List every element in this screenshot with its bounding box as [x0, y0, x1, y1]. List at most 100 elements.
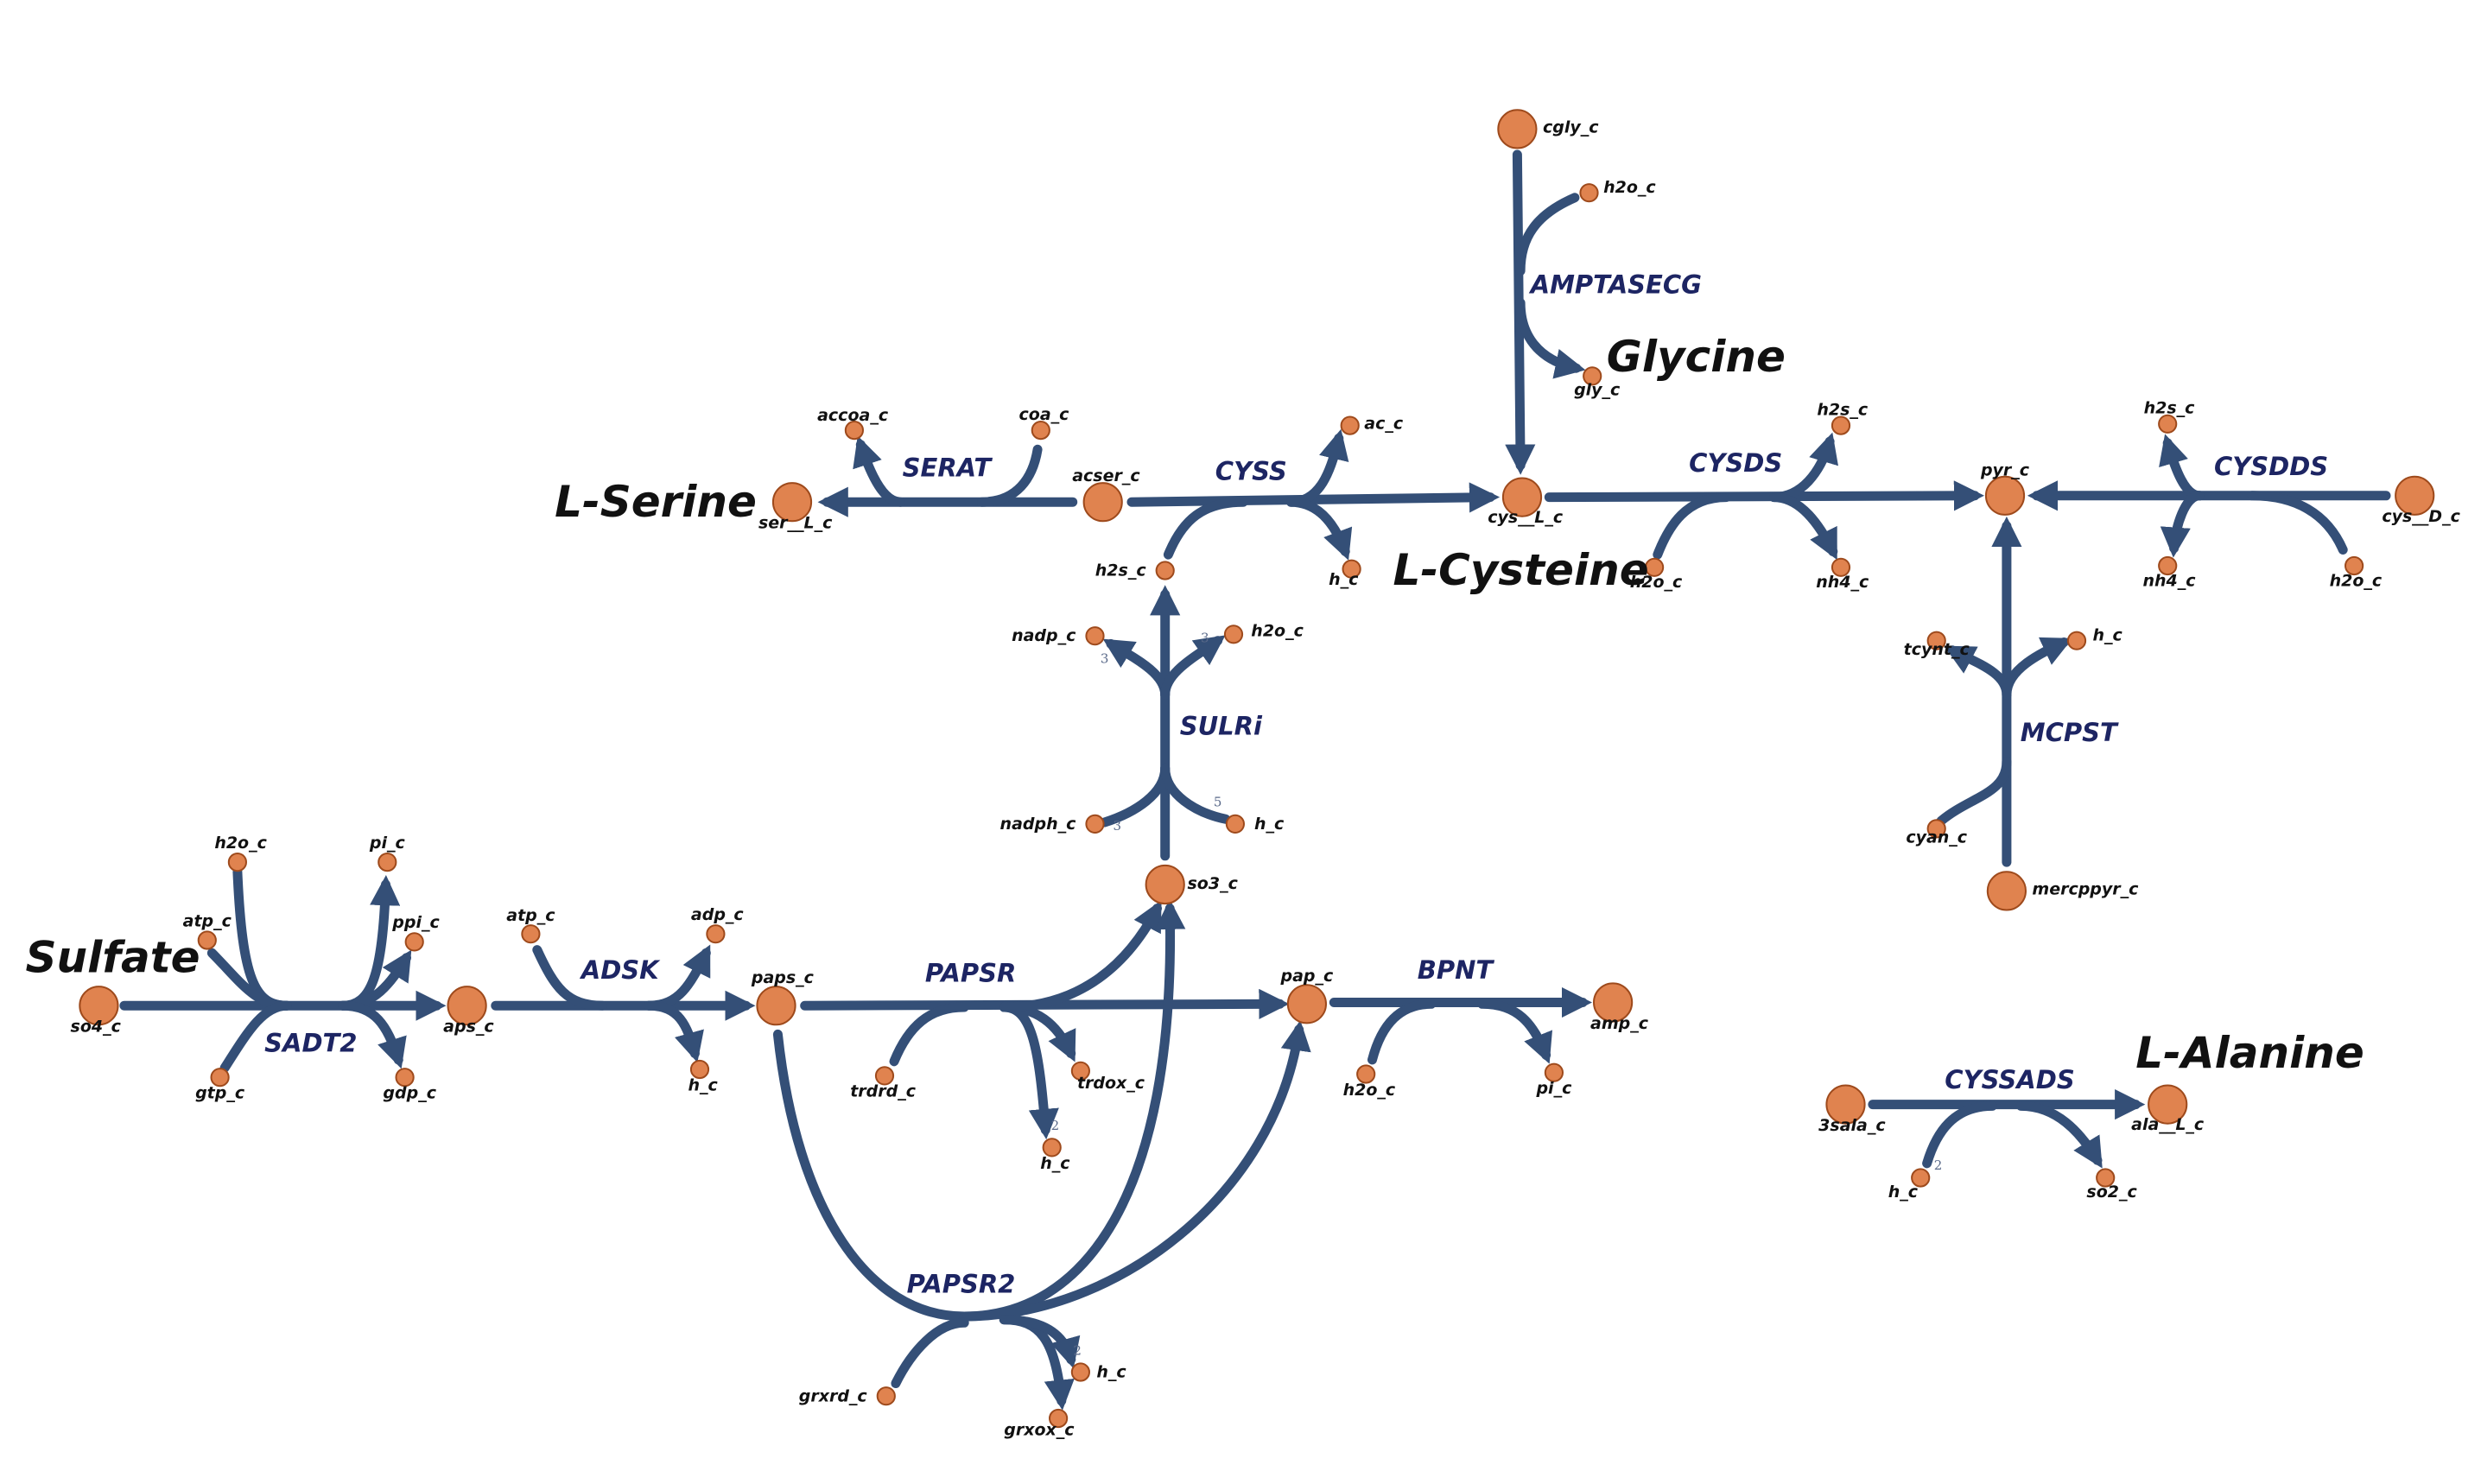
metabolite-node-so3_c[interactable] [1145, 864, 1185, 905]
metabolite-node-adsk_adp_c[interactable] [706, 924, 726, 944]
metabolite-node-cysdds_nh4_c[interactable] [2158, 555, 2178, 576]
metabolite-node-mercppyr_c[interactable] [1986, 871, 2027, 911]
metabolite-node-3sala_c[interactable] [1825, 1084, 1866, 1125]
metabolite-label-sadt_atp_c: atp_c [183, 911, 232, 930]
metabolite-node-sulri_h2o_c[interactable] [1223, 625, 1244, 644]
reaction-edge [1477, 999, 1552, 1064]
metabolite-label-cyssads_h_c: h_c [1888, 1183, 1919, 1202]
metabolite-node-amp_c[interactable] [1593, 982, 1634, 1023]
reaction-label-adsk[interactable]: ADSK [580, 955, 661, 985]
metabolite-node-cgly_c[interactable] [1497, 109, 1538, 149]
reaction-label-serat[interactable]: SERAT [903, 453, 993, 483]
metabolite-node-amptasecg_h2o_c[interactable] [1579, 183, 1599, 203]
metabolite-node-adsk_atp_c[interactable] [521, 924, 541, 944]
stoichiometry-label: 2 [1934, 1157, 1943, 1173]
metabolite-label-h2s_c_cyss: h2s_c [1095, 561, 1147, 580]
metabolite-node-sulri_nadp_c[interactable] [1085, 626, 1105, 646]
reaction-edge [1286, 497, 1353, 561]
metabolite-node-cysds_nh4_c[interactable] [1831, 557, 1851, 577]
compound-name-l-serine: L-Serine [555, 477, 757, 527]
reaction-label-sadt2[interactable]: SADT2 [264, 1029, 357, 1058]
metabolite-node-so4_c[interactable] [79, 986, 119, 1026]
reaction-edge [1544, 480, 1984, 511]
metabolite-node-sulri_nadph_c[interactable] [1085, 814, 1105, 834]
metabolite-node-papsr2_grxrd_c[interactable] [876, 1386, 896, 1406]
metabolite-label-paps_c: paps_c [751, 968, 815, 987]
metabolite-node-mcpst_cyan_c[interactable] [1926, 819, 1946, 839]
reaction-edge [644, 1000, 704, 1063]
metabolite-node-sadt_h2o_c[interactable] [227, 853, 247, 872]
metabolite-node-ser_L_c[interactable] [771, 482, 813, 523]
metabolite-node-bpnt_pi_c[interactable] [1544, 1062, 1564, 1082]
reaction-label-cyss[interactable]: CYSS [1215, 456, 1287, 485]
metabolite-node-sadt_atp_c[interactable] [197, 930, 217, 950]
reaction-label-cyssads[interactable]: CYSSADS [1945, 1065, 2074, 1094]
metabolite-node-sadt_gtp_c[interactable] [210, 1068, 230, 1088]
metabolite-node-sadt_ppi_c[interactable] [404, 932, 424, 952]
metabolite-node-paps_c[interactable] [756, 986, 796, 1026]
reaction-edge [1163, 497, 1248, 560]
metabolite-label-cyssads_so2_c: so2_c [2086, 1183, 2137, 1202]
metabolite-node-cyssads_so2_c[interactable] [2096, 1168, 2116, 1188]
metabolite-label-pap_c: pap_c [1280, 967, 1335, 986]
metabolite-label-adsk_atp_c: atp_c [506, 906, 555, 925]
metabolite-node-pap_c[interactable] [1286, 984, 1328, 1024]
metabolite-label-papsr_h_c: h_c [1040, 1154, 1070, 1173]
metabolite-node-sadt_pi_c[interactable] [378, 853, 397, 872]
metabolite-node-papsr_trdrd_c[interactable] [874, 1066, 895, 1086]
metabolite-node-cys_L_c[interactable] [1501, 477, 1543, 517]
metabolite-node-cysds_h2s_c[interactable] [1831, 415, 1851, 435]
metabolite-node-ala_L_c[interactable] [2148, 1084, 2188, 1125]
metabolite-node-serat_accoa_c[interactable] [844, 421, 865, 441]
reaction-edge [2016, 1100, 2103, 1169]
metabolite-node-cyss_h_c[interactable] [1342, 559, 1361, 579]
reaction-label-sulri[interactable]: SULRi [1180, 712, 1263, 741]
metabolite-label-amptasecg_h2o_c: h2o_c [1603, 178, 1656, 197]
reaction-label-papsr2[interactable]: PAPSR2 [907, 1269, 1016, 1298]
reaction-label-papsr[interactable]: PAPSR [925, 959, 1017, 988]
metabolite-node-aps_c[interactable] [447, 986, 487, 1026]
metabolite-node-cys_D_c[interactable] [2395, 475, 2435, 516]
metabolite-node-papsr_trdox_c[interactable] [1070, 1061, 1091, 1081]
metabolite-node-cysds_h2o_c[interactable] [1645, 557, 1665, 577]
metabolite-label-gly_c: gly_c [1574, 381, 1621, 400]
metabolite-node-acser_c[interactable] [1082, 482, 1123, 523]
metabolite-label-3sala_c: 3sala_c [1818, 1116, 1886, 1135]
metabolite-node-bpnt_h2o_c[interactable] [1356, 1064, 1376, 1084]
reaction-label-amptasecg[interactable]: AMPTASECG [1529, 270, 1702, 300]
metabolite-label-mcpst_tcynt_c: tcynt_c [1904, 640, 1970, 659]
reaction-label-cysds[interactable]: CYSDS [1689, 448, 1782, 478]
metabolite-node-pyr_c[interactable] [1984, 475, 2026, 516]
metabolite-label-papsr2_grxox_c: grxox_c [1004, 1420, 1075, 1439]
metabolite-label-acser_c: acser_c [1072, 466, 1140, 485]
metabolite-label-so4_c: so4_c [71, 1018, 122, 1037]
reaction-label-cysdds[interactable]: CYSDDS [2214, 452, 2328, 481]
metabolite-label-cysdds_h2o_c: h2o_c [2330, 571, 2383, 590]
metabolite-node-sulri_h_c[interactable] [1225, 814, 1246, 834]
metabolite-label-serat_accoa_c: accoa_c [817, 406, 889, 425]
metabolite-node-papsr_h_c[interactable] [1042, 1138, 1062, 1157]
reaction-label-mcpst[interactable]: MCPST [2021, 718, 2119, 747]
metabolite-node-adsk_h_c[interactable] [689, 1059, 710, 1080]
metabolite-node-cyss_ac_c[interactable] [1340, 415, 1360, 435]
reaction-edge [1515, 193, 1580, 276]
metabolite-label-sadt_h2o_c: h2o_c [214, 834, 267, 853]
metabolite-node-gly_c[interactable] [1583, 366, 1602, 386]
compound-name-sulfate: Sulfate [26, 933, 200, 983]
metabolite-label-cysds_h2s_c: h2s_c [1817, 400, 1869, 419]
reaction-edge [891, 1317, 969, 1388]
reaction-edge [1160, 763, 1231, 824]
metabolite-node-papsr2_grxox_c[interactable] [1049, 1408, 1069, 1429]
metabolite-node-cysdds_h2s_c[interactable] [2158, 414, 2178, 434]
metabolite-node-mcpst_tcynt_c[interactable] [1926, 631, 1946, 650]
metabolite-node-h2s_c_cyss[interactable] [1155, 561, 1175, 580]
metabolite-label-ser_L_c: ser__L_c [758, 514, 833, 533]
metabolite-node-sadt_gdp_c[interactable] [395, 1068, 415, 1088]
metabolite-node-serat_coa_c[interactable] [1031, 421, 1050, 441]
reaction-label-bpnt[interactable]: BPNT [1418, 955, 1495, 985]
metabolite-node-cysdds_h2o_c[interactable] [2345, 555, 2364, 576]
metabolite-node-mcpst_h_c[interactable] [2066, 631, 2087, 650]
metabolite-node-papsr2_h_c[interactable] [1070, 1362, 1091, 1382]
metabolite-node-cyssads_h_c[interactable] [1911, 1168, 1931, 1188]
metabolite-label-cysdds_nh4_c: nh4_c [2142, 571, 2196, 590]
